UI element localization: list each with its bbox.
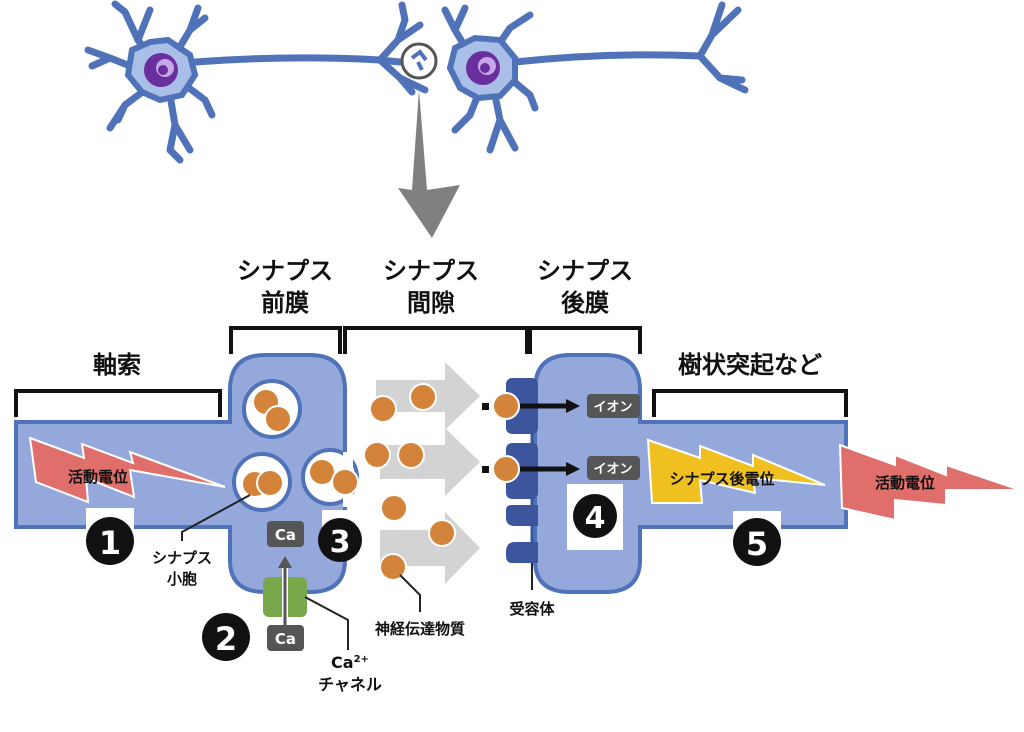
bracket-postsynaptic [528, 326, 642, 354]
bracket-cleft [343, 326, 529, 354]
ion-flow-arrow-icon [566, 399, 580, 413]
cleft-title-line1: シナプス [383, 257, 479, 285]
action-potential-out-label: 活動電位 [875, 474, 935, 492]
svg-text:Ca: Ca [275, 630, 296, 648]
step-1-badge [86, 517, 134, 565]
svg-text:イオン: イオン [593, 400, 632, 415]
synaptic-vesicles [232, 379, 359, 512]
cleft-title-line2: 間隙 [407, 289, 455, 317]
svg-text:4: 4 [585, 501, 606, 536]
flow-arrow [380, 428, 480, 496]
bound-transmitter [492, 392, 520, 420]
vesicle-label-line2: 小胞 [167, 570, 197, 588]
step-3-badge [318, 518, 362, 562]
ca-channel-label-line2: チャネル [318, 675, 382, 694]
action-potential-arrow-out [838, 443, 1021, 522]
step-5-badge [733, 518, 781, 566]
dendrite [106, 86, 149, 132]
ca-influx-arrow-icon [278, 556, 292, 568]
axon-terminal [696, 52, 749, 94]
svg-text:イオン: イオン [593, 462, 632, 477]
ca-channel-label-line1: Ca2+ [331, 653, 369, 672]
axon-terminal [696, 1, 742, 60]
bracket-presynaptic [229, 326, 342, 354]
dendrite [508, 76, 539, 112]
action-potential-arrow-in [28, 436, 226, 504]
step-4-badge [573, 494, 617, 538]
step-2-badge [202, 613, 250, 661]
dendrite [181, 81, 216, 119]
ion-badge [587, 394, 640, 418]
neuron-cell-bodies [124, 34, 518, 104]
svg-text:2: 2 [215, 620, 237, 658]
svg-text:1: 1 [99, 524, 121, 562]
ion-flow-arrow-icon [566, 462, 580, 476]
postsynaptic-potential-arrow [646, 438, 826, 504]
neurotransmitter-label: 神経伝達物質 [375, 620, 465, 638]
svg-text:Ca: Ca [275, 526, 296, 544]
postsynaptic-title-line1: シナプス [537, 257, 633, 285]
ion-badge [587, 456, 640, 480]
zoom-arrow-icon [398, 90, 460, 238]
brackets [14, 326, 848, 417]
axon [191, 54, 404, 66]
bracket-axon [14, 389, 222, 417]
bound-transmitter [492, 455, 520, 483]
postsynaptic-title-line2: 後膜 [561, 289, 609, 317]
dendrite [486, 91, 519, 154]
axon-terminal [376, 56, 429, 96]
vesicle-label-line1: シナプス [152, 549, 212, 567]
presynaptic-title-line1: シナプス [237, 257, 333, 285]
action-potential-in-label: 活動電位 [68, 468, 128, 486]
postsynaptic-potential-label: シナプス後電位 [669, 470, 774, 488]
axon [511, 51, 704, 66]
ca-ion-badge-outside [267, 625, 304, 651]
svg-text:5: 5 [746, 525, 768, 563]
svg-text:3: 3 [330, 525, 351, 560]
receptor-open-top [506, 505, 538, 526]
receptor-label: 受容体 [509, 600, 555, 618]
neurotransmitters [363, 383, 456, 581]
axon-title: 軸索 [93, 351, 141, 379]
axon-terminal [376, 1, 424, 64]
presynaptic-title-line2: 前膜 [261, 289, 309, 317]
ca-ion-badge-inside [267, 521, 304, 547]
zoom-circle [400, 42, 438, 80]
dendrite-title: 樹状突起など [678, 351, 822, 379]
bracket-dendrite [652, 389, 848, 417]
dendrite [166, 91, 194, 164]
receptor-open-bottom [506, 542, 538, 563]
